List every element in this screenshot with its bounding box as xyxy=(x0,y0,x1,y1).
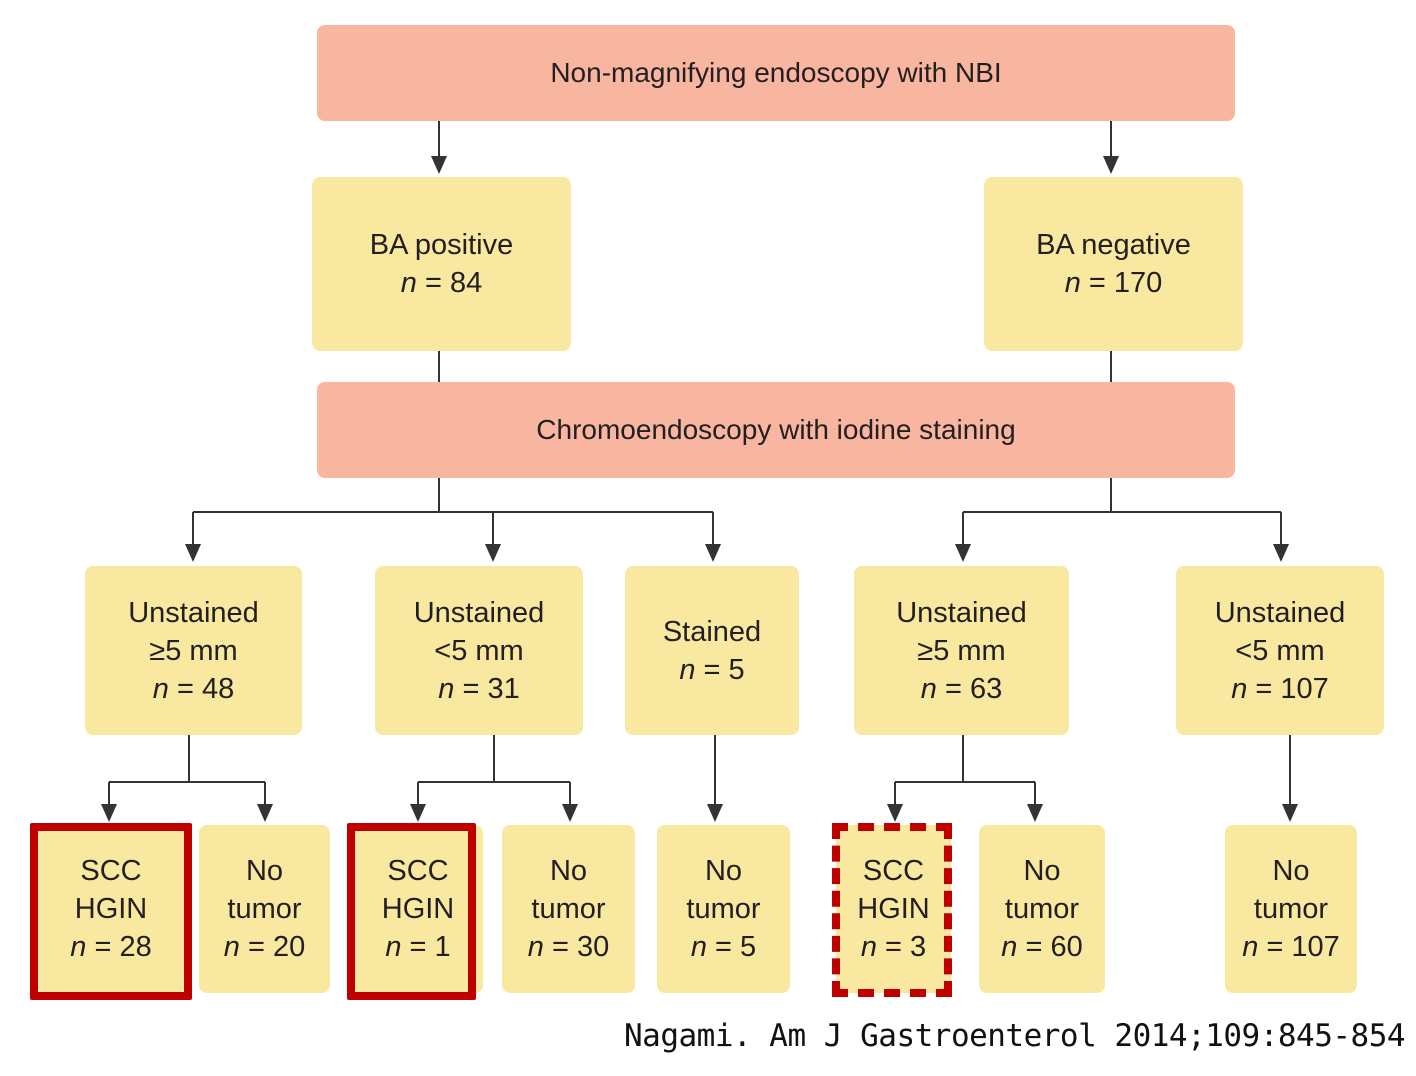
group-label-line1: Unstained xyxy=(1214,596,1346,629)
group-label-line2: <5 mm xyxy=(434,634,524,667)
group-label-line1: Unstained xyxy=(128,596,259,629)
group-count: n = 48 xyxy=(152,672,235,705)
arrowhead xyxy=(707,804,723,822)
outcome-label-line1: SCC xyxy=(862,855,925,887)
outcome-count: n = 60 xyxy=(1001,931,1083,963)
group-box: Unstained ≥5 mm n = 48 xyxy=(85,566,302,735)
group-count: n = 5 xyxy=(679,653,745,686)
group-count: n = 63 xyxy=(920,672,1003,705)
outcome-label-line2: HGIN xyxy=(857,893,930,925)
nbi-endoscopy-box: Non-magnifying endoscopy with NBI xyxy=(317,25,1235,121)
outcome-label-line2: tumor xyxy=(1004,893,1080,925)
arrowhead xyxy=(410,804,426,822)
outcome-label-line1: No xyxy=(245,855,284,887)
outcome-box: No tumor n = 5 xyxy=(657,825,790,993)
arrowhead xyxy=(1282,804,1298,822)
chromoendoscopy-label: Chromoendoscopy with iodine staining xyxy=(536,414,1016,445)
group-label-line1: Unstained xyxy=(896,596,1027,629)
outcome-box: SCC HGIN n = 28 xyxy=(36,825,186,993)
outcome-count: n = 3 xyxy=(860,931,927,963)
outcome-count: n = 5 xyxy=(690,931,757,963)
ba-positive-label: BA positive xyxy=(369,229,514,261)
group-label-line2: <5 mm xyxy=(1235,634,1325,667)
arrowhead xyxy=(1103,156,1119,174)
outcome-label-line2: tumor xyxy=(686,893,761,925)
group-box: Unstained <5 mm n = 107 xyxy=(1176,566,1384,735)
outcome-count: n = 20 xyxy=(223,931,306,963)
ba-positive-count: n = 84 xyxy=(400,267,483,299)
outcome-count: n = 107 xyxy=(1242,931,1340,963)
outcome-label-line2: tumor xyxy=(531,893,606,925)
group-label-line2: ≥5 mm xyxy=(149,634,238,667)
outcome-box: No tumor n = 107 xyxy=(1225,825,1357,993)
group-box: Stained n = 5 xyxy=(625,566,799,735)
arrowhead xyxy=(101,804,117,822)
ba-negative-box: BA negative n = 170 xyxy=(984,177,1243,351)
outcome-label-line1: No xyxy=(1272,855,1310,887)
outcome-label-line1: SCC xyxy=(387,855,449,887)
arrowhead xyxy=(431,156,447,174)
ba-negative-label: BA negative xyxy=(1036,229,1191,261)
outcome-count: n = 30 xyxy=(527,931,610,963)
outcome-label-line1: SCC xyxy=(80,855,142,887)
outcome-label-line1: No xyxy=(549,855,588,887)
outcome-label-line2: tumor xyxy=(1253,893,1329,925)
outcome-count: n = 1 xyxy=(385,931,451,963)
arrowhead xyxy=(705,544,721,562)
outcome-box: SCC HGIN n = 3 xyxy=(836,825,951,993)
ba-positive-box: BA positive n = 84 xyxy=(312,177,571,351)
outcome-label-line2: HGIN xyxy=(74,893,148,925)
group-label-line2: ≥5 mm xyxy=(917,634,1006,667)
arrowhead xyxy=(1027,804,1043,822)
chromoendoscopy-box: Chromoendoscopy with iodine staining xyxy=(317,382,1235,478)
arrowhead xyxy=(185,544,201,562)
group-box: Unstained ≥5 mm n = 63 xyxy=(854,566,1069,735)
group-label-line1: Unstained xyxy=(413,596,545,629)
arrowhead xyxy=(955,544,971,562)
nbi-endoscopy-label: Non-magnifying endoscopy with NBI xyxy=(550,57,1002,88)
group-count: n = 107 xyxy=(1231,672,1329,705)
arrowhead xyxy=(257,804,273,822)
outcome-label-line2: tumor xyxy=(227,893,302,925)
arrowhead xyxy=(485,544,501,562)
arrowhead xyxy=(562,804,578,822)
outcome-box: No tumor n = 30 xyxy=(502,825,635,993)
arrowhead xyxy=(887,804,903,822)
outcome-count: n = 28 xyxy=(70,931,152,963)
outcome-label-line1: No xyxy=(1023,855,1061,887)
citation: Nagami. Am J Gastroenterol 2014;109:845-… xyxy=(624,1018,1406,1054)
ba-negative-count: n = 170 xyxy=(1064,267,1163,299)
outcome-box: No tumor n = 20 xyxy=(199,825,330,993)
arrowhead xyxy=(1273,544,1289,562)
outcome-label-line1: No xyxy=(704,855,743,887)
group-label-line1: Stained xyxy=(662,615,762,648)
outcome-label-line2: HGIN xyxy=(381,893,455,925)
outcome-box: No tumor n = 60 xyxy=(979,825,1105,993)
group-count: n = 31 xyxy=(438,672,520,705)
outcome-box: SCC HGIN n = 1 xyxy=(353,825,483,993)
group-box: Unstained <5 mm n = 31 xyxy=(375,566,583,735)
